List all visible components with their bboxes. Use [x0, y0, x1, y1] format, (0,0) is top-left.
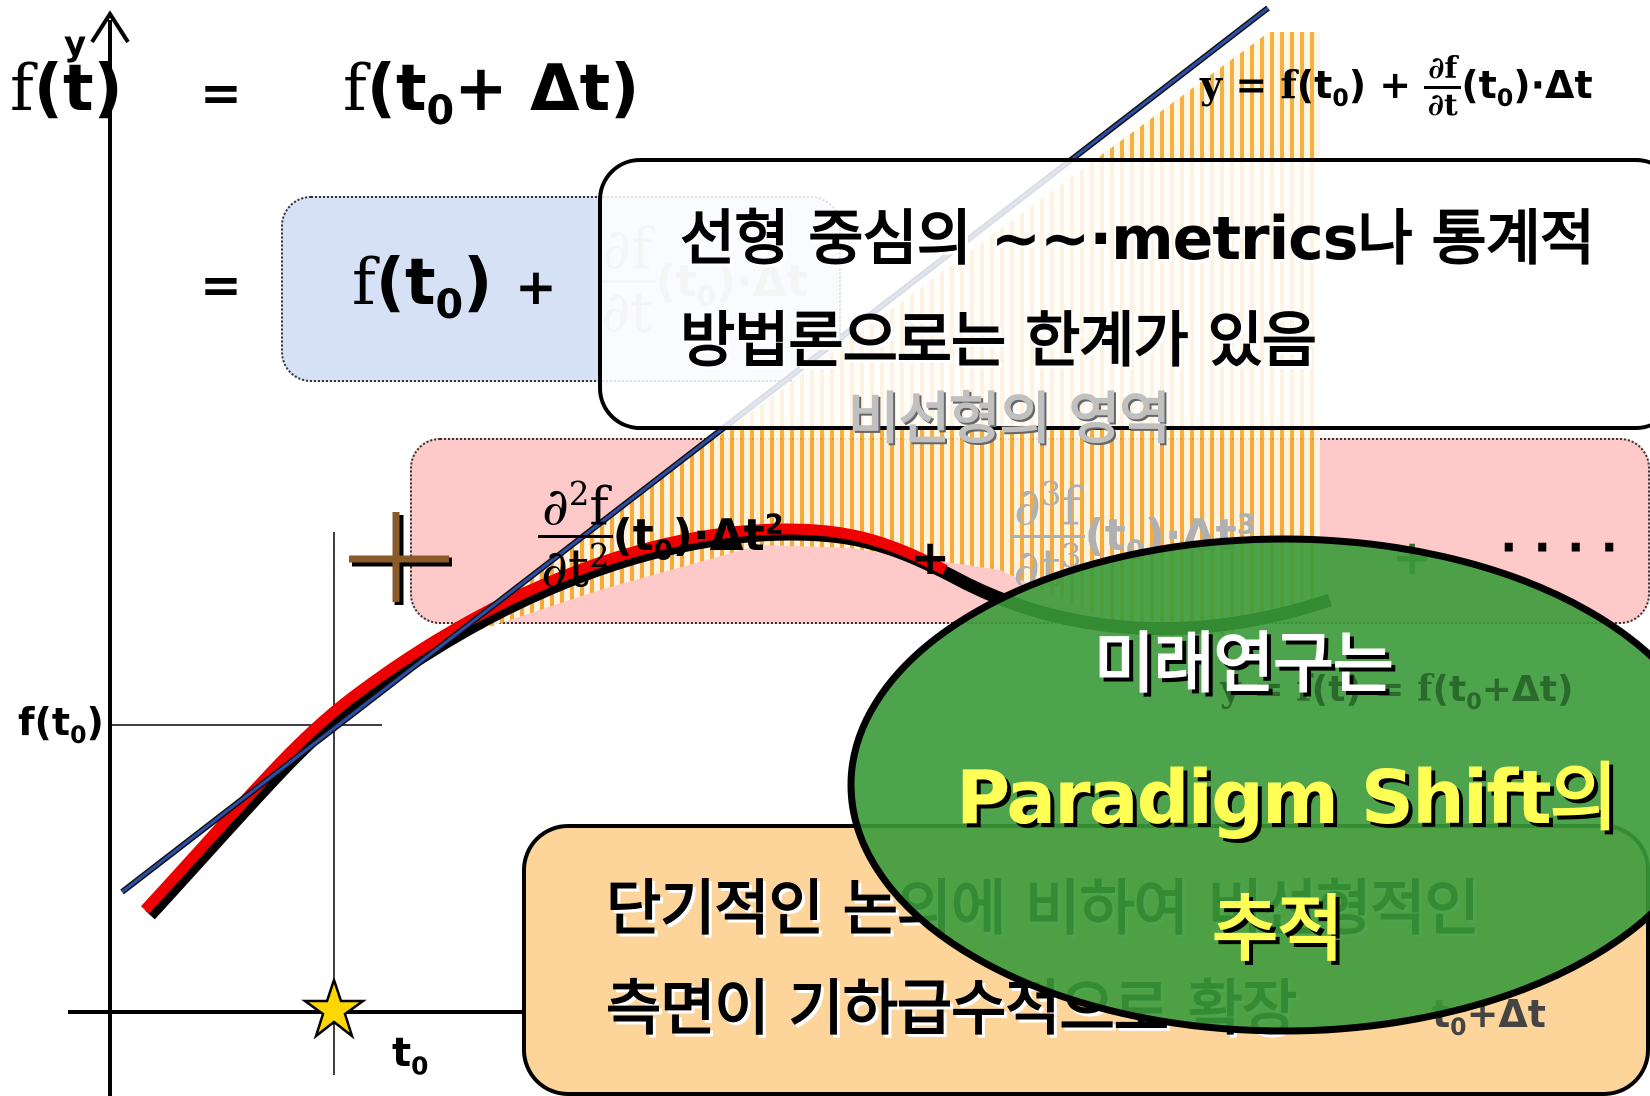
- curve-equation: y = f(t) = f(t0+Δt): [1220, 668, 1574, 715]
- ellipse-line2: Paradigm Shift의: [956, 755, 1618, 841]
- ellipse-line1: 미래연구는: [1094, 625, 1394, 702]
- equals-sign-2: =: [200, 256, 242, 314]
- ft-label: f(t): [10, 52, 123, 126]
- series-ellipsis: · · · ·: [1500, 520, 1618, 574]
- equals-sign-1: =: [200, 64, 242, 122]
- t0-star-icon: [301, 976, 367, 1040]
- callout-top-line1: 선형 중심의 ~~·metrics나 통계적: [680, 204, 1595, 274]
- f-t0-plus-dt: f(t0+ Δt): [343, 52, 640, 134]
- ellipse-line3: 추적: [1212, 887, 1343, 971]
- t0-tick-label: t0: [392, 1030, 429, 1081]
- function-curve: [140, 523, 948, 914]
- first-order-f-t0: f(t0): [352, 246, 493, 328]
- linear-limitation-callout: [598, 158, 1650, 430]
- tangent-line-color: [121, 6, 1269, 894]
- first-order-plus: +: [515, 258, 557, 316]
- y-axis-arrow: [90, 10, 130, 44]
- second-order-derivative: ∂2f∂t2(t0)·Δt2: [538, 478, 784, 596]
- callout-top-line2: 방법론으로는 한계가 있음: [680, 306, 1317, 376]
- nonlinear-region-label: 비선형의 영역: [848, 387, 1171, 452]
- y-axis-label: y: [64, 24, 87, 64]
- tangent-equation: y = f(t0) + ∂f∂t(t0)·Δt: [1200, 51, 1593, 123]
- ft0-tick-label: f(t0): [18, 700, 104, 750]
- second-order-plus: +: [910, 530, 951, 586]
